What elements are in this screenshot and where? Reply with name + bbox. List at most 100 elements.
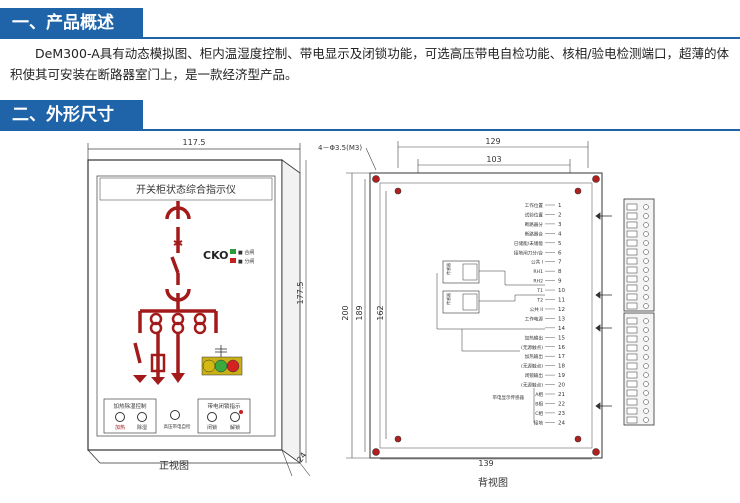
btn-dehumid-label: 除湿 xyxy=(137,424,147,431)
terminal-screw xyxy=(643,327,649,333)
terminal-screw xyxy=(643,363,649,369)
terminal-label: 接地 xyxy=(534,419,544,426)
terminal-slot xyxy=(626,284,638,292)
section-2-header: 二、外形尺寸 xyxy=(0,100,143,130)
terminal-screw xyxy=(643,285,649,291)
section-1-title: 一、产品概述 xyxy=(12,13,114,33)
back-view: 4－Φ3.5(M3) 129 103 200 189 162 xyxy=(318,137,603,468)
terminal-slot xyxy=(626,221,638,229)
terminal-number: 6 xyxy=(558,250,562,256)
terminal-slot xyxy=(626,398,638,406)
terminal-slot xyxy=(626,248,638,256)
terminal-number: 18 xyxy=(558,364,565,370)
terminal-label: 断路器分 xyxy=(525,221,544,228)
dim-200: 200 xyxy=(341,305,350,320)
terminal-number: 14 xyxy=(558,326,565,332)
terminal-number: 4 xyxy=(558,231,562,237)
terminal-label: T2 xyxy=(536,298,543,304)
terminal-number: 22 xyxy=(558,401,565,407)
dim-139: 139 xyxy=(478,459,493,468)
terminal-label: 加热输出 xyxy=(525,353,544,360)
terminal-screw xyxy=(643,336,649,342)
dim-front-height: 177.5 xyxy=(296,282,305,305)
front-caption: 正视图 xyxy=(159,459,189,472)
terminal-number: 21 xyxy=(558,392,565,398)
sensor-group-label: 带电显示传感器 xyxy=(493,394,525,401)
front-view: 117.5 开关柜状态综合指示仪 xyxy=(87,138,311,477)
terminal-label: 工作位置 xyxy=(525,202,544,209)
terminal-slot xyxy=(626,353,638,361)
terminal-label: 接地闸刀分/合 xyxy=(514,249,544,256)
terminal-slot xyxy=(626,416,638,424)
dimension-drawing: 117.5 开关柜状态综合指示仪 xyxy=(87,137,655,489)
terminal-screw xyxy=(643,276,649,282)
terminal-label: 试验位置 xyxy=(525,211,544,218)
terminal-screw xyxy=(643,417,649,423)
terminal-slot xyxy=(626,344,638,352)
legend-off: ■ 分闸 xyxy=(238,258,254,265)
terminal-label: 闭锁输出 xyxy=(525,372,544,379)
terminal-number: 12 xyxy=(558,307,565,313)
terminal-screw xyxy=(643,204,649,210)
terminal-screw xyxy=(643,372,649,378)
terminal-label: C相 xyxy=(535,410,543,417)
terminal-number: 10 xyxy=(558,288,565,294)
terminal-screw xyxy=(643,222,649,228)
terminal-slot xyxy=(626,212,638,220)
hole-note: 4－Φ3.5(M3) xyxy=(318,144,362,152)
btn-heat-label: 加热 xyxy=(115,424,125,431)
terminal-slot xyxy=(626,326,638,334)
btn-lock-label: 闭锁 xyxy=(207,424,217,431)
terminal-label: A相 xyxy=(535,391,543,398)
terminal-slot xyxy=(626,335,638,343)
terminal-screw xyxy=(643,258,649,264)
section-2-rule xyxy=(0,129,740,131)
btn-selftest-label: 高压带电自检 xyxy=(164,423,191,430)
terminal-slot xyxy=(626,362,638,370)
terminal-slot xyxy=(626,389,638,397)
terminal-slot xyxy=(626,230,638,238)
front-panel-title: 开关柜状态综合指示仪 xyxy=(136,183,236,196)
terminal-slot xyxy=(626,302,638,310)
dim-189: 189 xyxy=(355,305,364,320)
terminal-label: RH2 xyxy=(533,279,543,285)
terminal-screw xyxy=(643,345,649,351)
terminal-screw xyxy=(643,213,649,219)
back-caption: 背视图 xyxy=(478,476,508,489)
terminal-label: (无源触点) xyxy=(521,363,543,370)
terminal-slot xyxy=(626,239,638,247)
terminal-label: 已储能/未储能 xyxy=(514,240,544,247)
dim-front-width: 117.5 xyxy=(183,138,206,147)
terminal-number: 16 xyxy=(558,345,565,351)
dim-129: 129 xyxy=(485,137,500,146)
terminal-number: 23 xyxy=(558,411,565,417)
terminal-screw xyxy=(643,354,649,360)
terminal-screw xyxy=(643,381,649,387)
intro-paragraph: DeM300-A具有动态模拟图、柜内温湿度控制、带电显示及闭锁功能，可选高压带电… xyxy=(10,43,738,85)
terminal-number: 24 xyxy=(558,420,565,426)
terminal-label: (无源触点) xyxy=(521,344,543,351)
terminal-screw xyxy=(643,240,649,246)
terminal-number: 19 xyxy=(558,373,565,379)
dim-162: 162 xyxy=(376,305,385,320)
terminal-number: 11 xyxy=(558,298,565,304)
terminal-number: 8 xyxy=(558,269,562,275)
terminal-slot xyxy=(626,275,638,283)
terminal-slot xyxy=(626,371,638,379)
terminal-number: 1 xyxy=(558,203,562,209)
terminal-label: 加热输出 xyxy=(525,334,544,341)
terminal-screw xyxy=(643,303,649,309)
terminal-number: 3 xyxy=(558,222,562,228)
terminal-label: 工作电源 xyxy=(525,315,544,322)
legend-on: ■ 合闸 xyxy=(238,249,254,256)
section-2-title: 二、外形尺寸 xyxy=(12,105,114,125)
terminal-screw xyxy=(643,399,649,405)
section-1-header: 一、产品概述 xyxy=(0,8,143,38)
dim-103: 103 xyxy=(486,155,501,164)
terminal-label: 公共 II xyxy=(530,306,543,313)
btn-unlock-label: 解锁 xyxy=(230,424,240,431)
terminal-screw xyxy=(643,408,649,414)
box2-title: 带电闭锁指示 xyxy=(207,402,241,410)
terminal-number: 5 xyxy=(558,241,562,247)
terminal-label: B相 xyxy=(535,400,543,407)
